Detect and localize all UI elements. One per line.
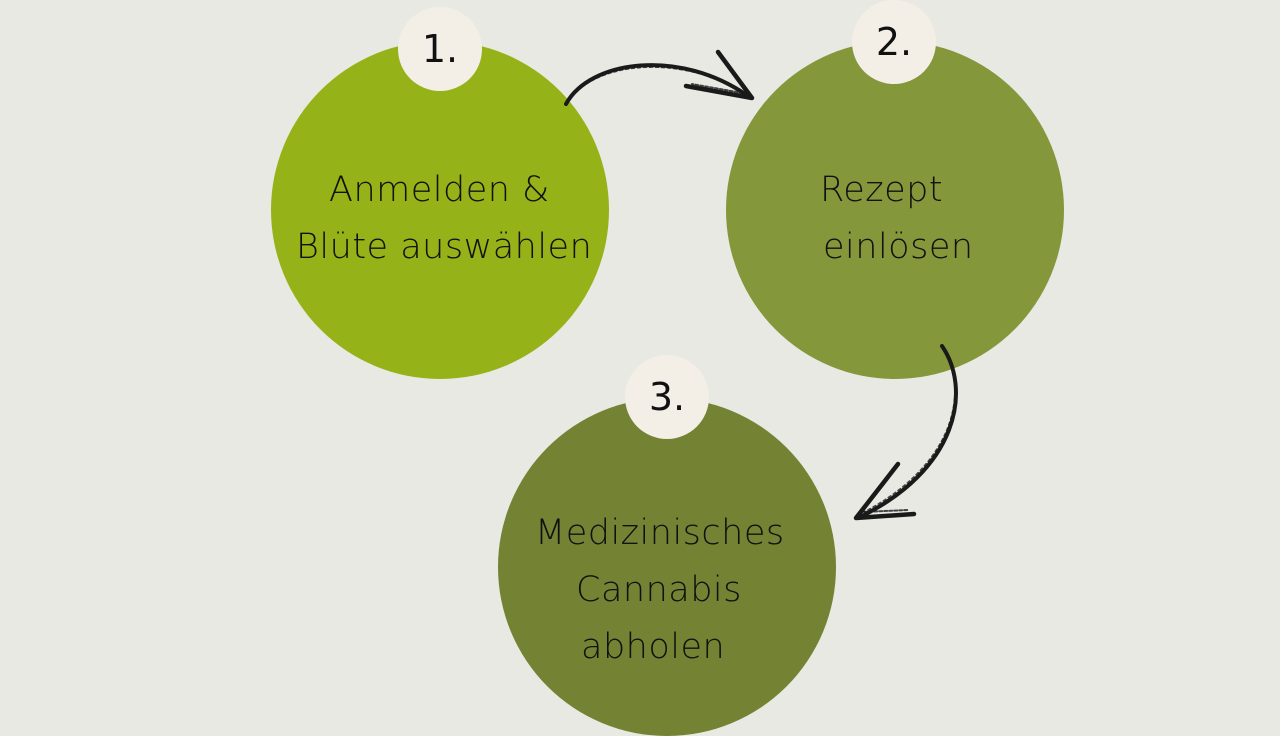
arrow-1-shaft	[564, 63, 750, 106]
step-2-number-badge: 2.	[852, 0, 936, 84]
arrow-step-1-to-step-2	[564, 49, 755, 106]
step-1-label-line-1: Anmelden &	[329, 170, 550, 210]
arrow-2-head	[853, 461, 917, 521]
step-1-circle	[271, 41, 609, 379]
step-3-label-line-3: abholen	[581, 627, 726, 667]
step-2-label-line-2: einlösen	[823, 227, 974, 267]
step-3-number-badge: 3.	[625, 355, 709, 439]
arrow-2-head-texture	[861, 469, 909, 513]
arrow-1-shaft-texture	[568, 66, 745, 101]
step-2-circle	[726, 41, 1064, 379]
arrow-1-head	[683, 49, 755, 101]
step-3-label-line-2: Cannabis	[576, 570, 742, 610]
arrow-1-head-texture	[691, 57, 749, 95]
step-1-label-line-2: Blüte auswählen	[296, 227, 593, 267]
step-1-number-badge: 1.	[398, 7, 482, 91]
step-2-label-line-1: Rezept	[820, 170, 944, 210]
step-3-circle	[498, 398, 836, 736]
step-3-label-line-1: Medizinisches	[535, 513, 785, 553]
